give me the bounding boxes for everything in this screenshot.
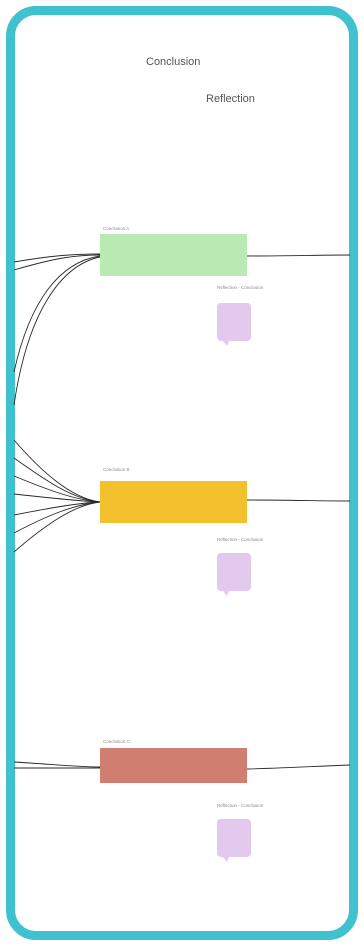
heading-conclusion: Conclusion (146, 56, 201, 68)
conclusion-c-title: Conclusion C (103, 739, 130, 744)
connector-a-4 (13, 256, 101, 406)
connector-c-1 (13, 761, 101, 768)
conclusion-b-card[interactable] (100, 481, 247, 523)
conclusion-b-title: Conclusion B (103, 467, 130, 472)
conclusion-a-card[interactable] (100, 234, 247, 276)
connector-b-1 (13, 439, 101, 503)
board-frame (6, 6, 358, 940)
reflection-c-title: Reflection - Conclusion (217, 803, 264, 808)
heading-reflection: Reflection (206, 93, 255, 105)
connector-a-out (246, 254, 351, 257)
connector-a-2 (13, 254, 101, 271)
reflection-c-note[interactable] (217, 819, 251, 862)
connector-a-3 (13, 255, 101, 373)
reflection-a-title: Reflection - Conclusion (217, 285, 264, 290)
connector-c-out (246, 764, 351, 770)
reflection-b-note[interactable] (217, 553, 251, 596)
reflection-a-note[interactable] (217, 303, 251, 346)
connector-a-1 (13, 253, 101, 263)
connector-b-6 (13, 501, 101, 534)
connector-b-out (246, 499, 351, 502)
reflection-b-title: Reflection - Conclusion (217, 537, 264, 542)
connector-b-4 (13, 493, 101, 503)
conclusion-c-card[interactable] (100, 748, 247, 783)
conclusion-a-title: Conclusion A (103, 226, 130, 231)
connector-b-7 (13, 501, 101, 553)
